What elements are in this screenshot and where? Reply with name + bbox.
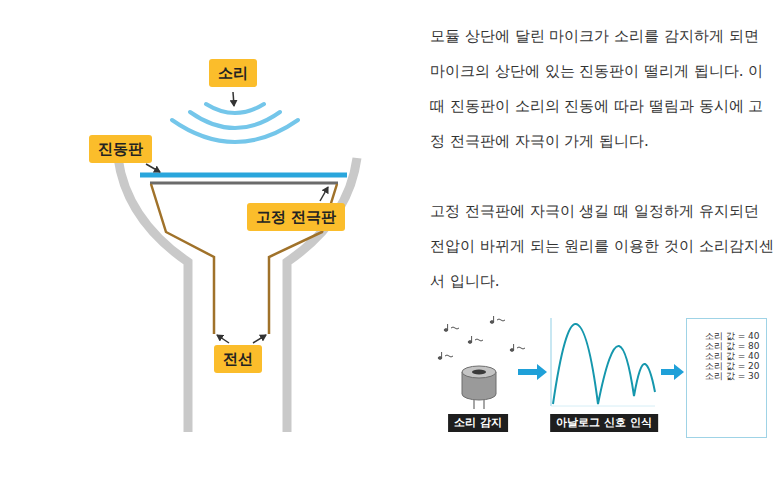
sound-wave [172, 120, 298, 142]
sensor-panel: 소리 감지 [440, 314, 516, 432]
panel-label: 아날로그 신호 인식 [550, 414, 658, 432]
sound-waves [172, 104, 298, 142]
sound-label: 소리 [209, 59, 257, 87]
note-squiggle [445, 355, 453, 357]
wire-label: 전선 [214, 345, 262, 373]
vibration-plate [140, 173, 347, 178]
electrode-plate-label: 고정 전극판 [247, 203, 345, 231]
leader-line [217, 335, 229, 343]
note-stem [447, 324, 448, 330]
mic-housing [118, 158, 357, 432]
wave-chart [551, 318, 655, 406]
value-line: 소리 값 = 40 [705, 351, 760, 361]
chart-axis [550, 318, 552, 406]
flow-arrow [518, 364, 547, 380]
music-notes [438, 316, 525, 359]
value-line: 소리 값 = 40 [705, 331, 760, 341]
part-label: 소리 [218, 64, 248, 82]
sensor-leg [483, 400, 485, 409]
leader-line [320, 187, 328, 201]
note-stem [441, 352, 442, 358]
signal-panel: 아날로그 신호 인식 [549, 314, 659, 432]
note-stem [513, 344, 514, 350]
housing-wall [287, 158, 357, 432]
note-squiggle [497, 319, 505, 321]
electrode-plate [150, 182, 338, 185]
vibration-plate-label: 진동판 [89, 135, 152, 163]
description-text: 고정 전극판에 자극이 생길 때 일정하게 유지되던 전압이 바뀌게 되는 원리… [430, 194, 776, 299]
sensor-leg [473, 400, 475, 409]
note-squiggle [475, 339, 483, 341]
signal-wave [553, 324, 655, 404]
wire [151, 184, 214, 334]
leader-line [253, 335, 266, 343]
leader-line [146, 164, 160, 172]
sound-wave [190, 112, 280, 128]
sensor-hole [472, 370, 486, 375]
note-squiggle [517, 347, 525, 349]
part-label: 진동판 [98, 140, 143, 158]
note-squiggle [451, 327, 459, 329]
value-line: 소리 값 = 20 [705, 361, 760, 371]
leader-line [233, 92, 234, 106]
note-stem [471, 336, 472, 342]
description-text: 모듈 상단에 달린 마이크가 소리를 감지하게 되면 마이크의 상단에 있는 진… [430, 19, 776, 159]
sensor-top [462, 366, 496, 378]
value-box: 소리 값 = 40소리 값 = 80소리 값 = 40소리 값 = 20소리 값… [686, 318, 767, 438]
arrow-head [537, 364, 547, 380]
housing-wall [118, 158, 188, 432]
panel-label: 소리 감지 [448, 414, 508, 432]
chart-axis [551, 406, 655, 407]
arrow-shaft [518, 369, 537, 375]
value-line: 소리 값 = 80 [705, 341, 760, 351]
part-label: 고정 전극판 [256, 208, 336, 226]
flow-arrow [661, 364, 684, 380]
part-label: 전선 [223, 350, 253, 368]
note-stem [493, 316, 494, 322]
arrow-head [674, 364, 684, 380]
sensor-icon [462, 366, 496, 409]
value-line: 소리 값 = 30 [705, 371, 760, 381]
arrow-shaft [661, 369, 674, 375]
sound-wave [206, 104, 264, 113]
